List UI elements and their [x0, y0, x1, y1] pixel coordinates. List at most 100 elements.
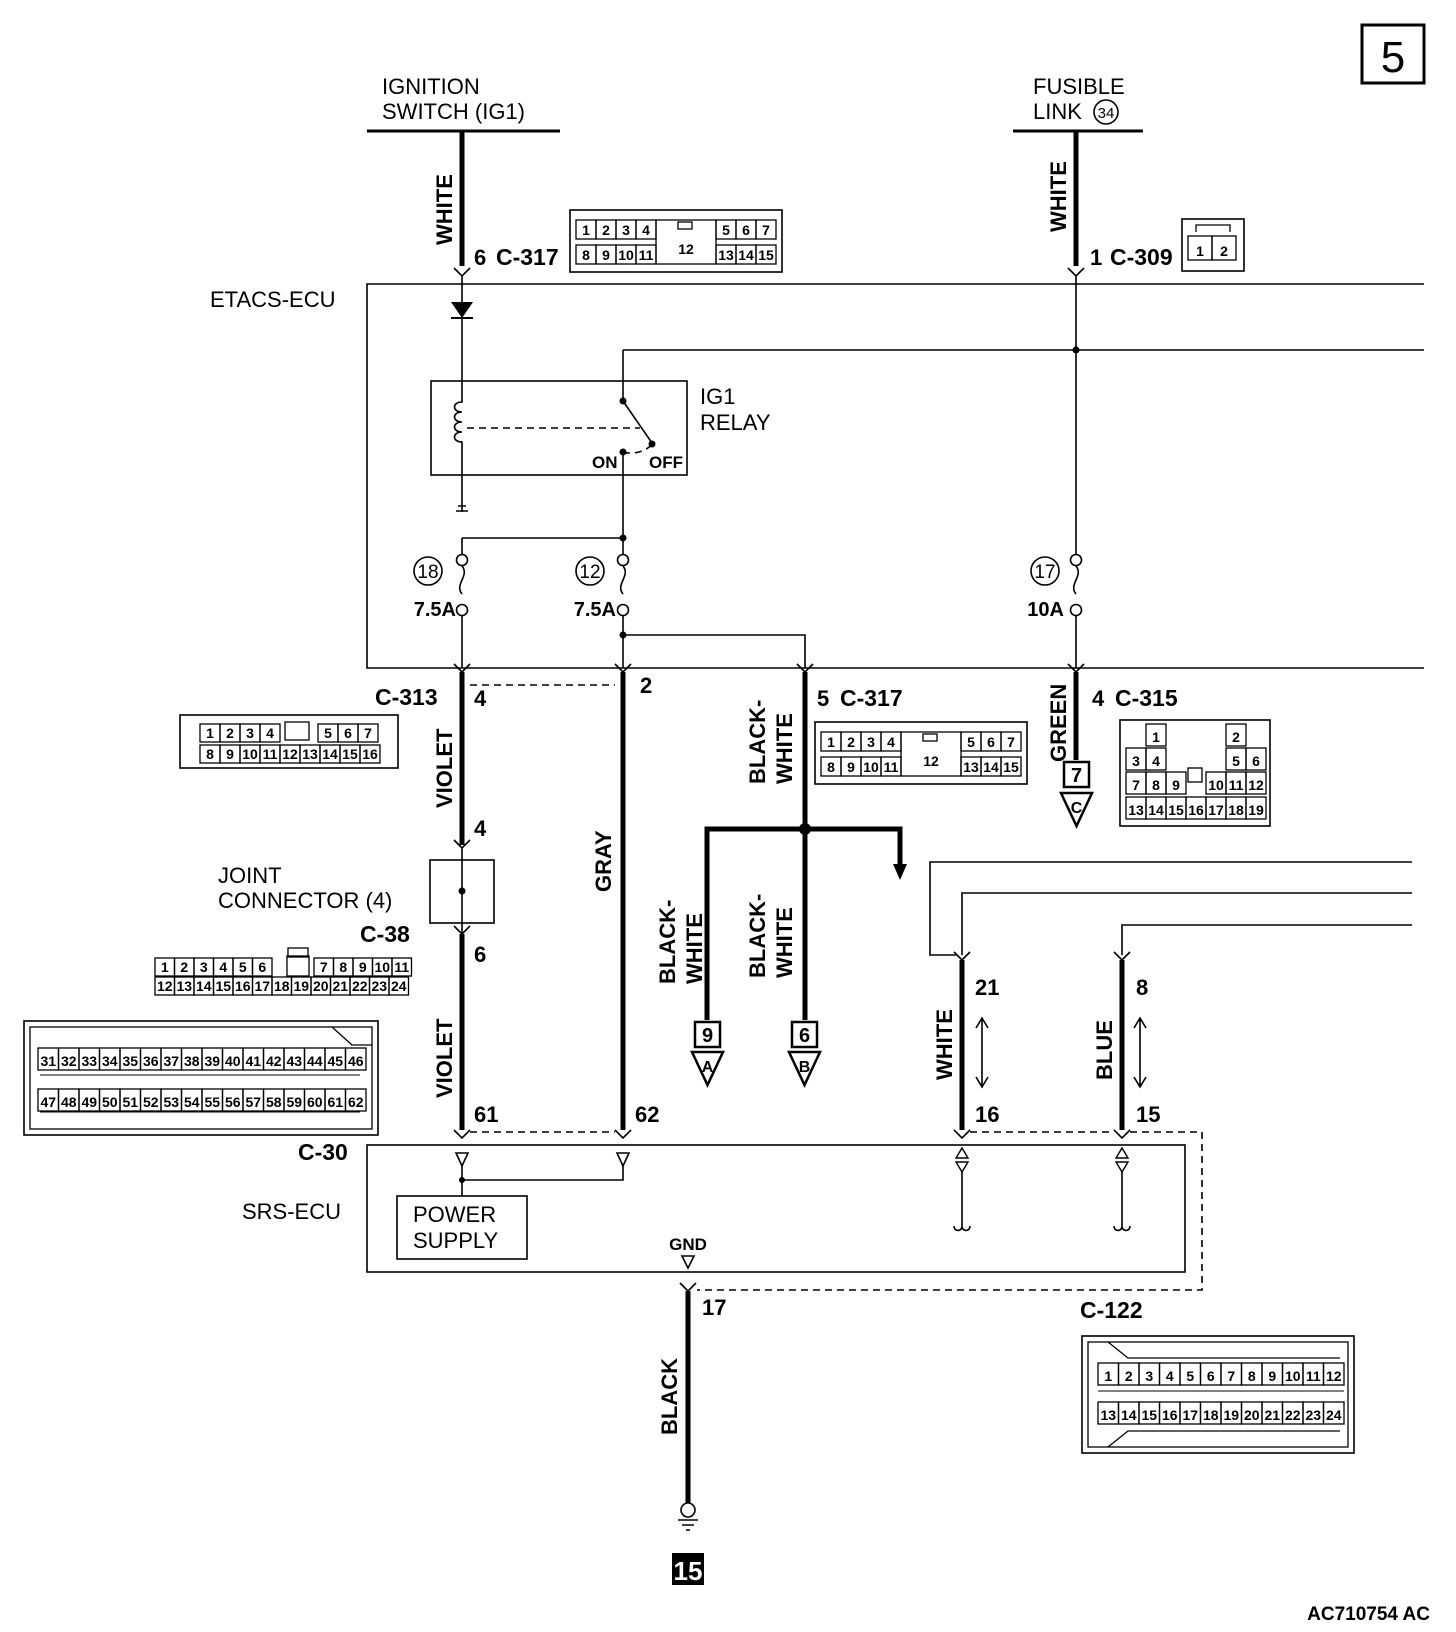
- connector-pin: 5: [324, 725, 332, 741]
- svg-text:BLACK-: BLACK-: [745, 700, 770, 784]
- svg-text:61: 61: [474, 1102, 498, 1127]
- svg-text:8: 8: [1136, 975, 1148, 1000]
- connector-pin: 2: [847, 734, 855, 750]
- connector-pin: 4: [219, 959, 227, 975]
- svg-text:FUSIBLE: FUSIBLE: [1033, 74, 1125, 99]
- connector-pin: 24: [1326, 1407, 1342, 1423]
- svg-text:C-309: C-309: [1110, 244, 1173, 270]
- svg-text:7: 7: [1071, 765, 1082, 787]
- fuse-12: 12 7.5A: [574, 538, 630, 668]
- connector-pin: 57: [245, 1094, 261, 1110]
- comm-lines: [929, 861, 1412, 962]
- connector-pin: 41: [245, 1053, 261, 1069]
- svg-text:4: 4: [474, 686, 487, 711]
- connector-pin: 13: [963, 759, 979, 775]
- connector-pin: 14: [1148, 802, 1164, 818]
- svg-text:GND: GND: [669, 1235, 707, 1254]
- etacs-ecu-box: ETACS-ECU: [210, 283, 1424, 669]
- connector-pin: 14: [738, 247, 754, 263]
- svg-text:9: 9: [702, 1025, 713, 1047]
- ground-wire: 17 C-122 BLACK 15: [657, 1282, 1143, 1586]
- svg-text:62: 62: [635, 1102, 659, 1127]
- connector-pin: 43: [286, 1053, 302, 1069]
- svg-text:C-317: C-317: [496, 244, 559, 270]
- connector-pin: 18: [1228, 802, 1244, 818]
- svg-text:WHITE: WHITE: [432, 174, 457, 245]
- svg-text:12: 12: [678, 241, 694, 257]
- connector-pin: 7: [320, 959, 328, 975]
- connector-pin: 10: [618, 247, 634, 263]
- svg-text:15: 15: [1136, 1102, 1160, 1127]
- connector-pin: 6: [344, 725, 352, 741]
- svg-text:4: 4: [474, 816, 487, 841]
- svg-text:18: 18: [417, 562, 438, 583]
- svg-text:12: 12: [923, 753, 939, 769]
- svg-text:7.5A: 7.5A: [414, 599, 456, 621]
- svg-text:6: 6: [799, 1025, 810, 1047]
- connector-pin: 12: [157, 978, 173, 994]
- connector-pin: 20: [1244, 1407, 1260, 1423]
- connector-pin: 16: [235, 978, 251, 994]
- connector-pin: 14: [322, 746, 338, 762]
- svg-text:SUPPLY: SUPPLY: [413, 1228, 499, 1253]
- fuse-18: 18 7.5A: [413, 538, 469, 668]
- connector-pin: 35: [122, 1053, 138, 1069]
- connector-pin: 10: [374, 959, 390, 975]
- connector-pin: 17: [254, 978, 270, 994]
- svg-text:BLACK-: BLACK-: [655, 900, 680, 984]
- svg-text:6: 6: [474, 942, 486, 967]
- svg-text:C: C: [1071, 800, 1083, 817]
- svg-text:C-38: C-38: [360, 921, 410, 947]
- bw-internal-line: [623, 634, 806, 668]
- connector-pin: 38: [184, 1053, 200, 1069]
- connector-pin: 21: [332, 978, 348, 994]
- connector-pin: 20: [313, 978, 329, 994]
- connector-pin: 15: [1168, 802, 1184, 818]
- etacs-internal-ign: [451, 276, 473, 384]
- connector-pin: 3: [246, 725, 254, 741]
- connector-pin: 1: [1196, 243, 1204, 259]
- connector-pin: 13: [1100, 1407, 1116, 1423]
- connector-pin: 9: [359, 959, 367, 975]
- svg-text:C-317: C-317: [840, 685, 903, 711]
- svg-text:WHITE: WHITE: [932, 1009, 957, 1080]
- connector-pin: 51: [122, 1094, 138, 1110]
- connector-pin: 5: [1186, 1368, 1194, 1384]
- connector-pin: 46: [348, 1053, 364, 1069]
- connector-pin: 8: [582, 247, 590, 263]
- connector-pin: 2: [602, 222, 610, 238]
- connector-pin: 60: [307, 1094, 323, 1110]
- connector-pin: 1: [161, 959, 169, 975]
- svg-text:VIOLET: VIOLET: [432, 728, 457, 808]
- connector-pin: 7: [1007, 734, 1015, 750]
- connector-pin: 14: [983, 759, 999, 775]
- svg-text:IGNITION: IGNITION: [382, 74, 480, 99]
- svg-text:WHITE: WHITE: [1046, 161, 1071, 232]
- svg-text:SWITCH (IG1): SWITCH (IG1): [382, 99, 525, 124]
- connector-pin: 4: [1166, 1368, 1174, 1384]
- connector-pin: 5: [1232, 753, 1240, 769]
- ig1-relay: ON OFF IG1 RELAY: [430, 350, 771, 512]
- connector-pin: 8: [339, 959, 347, 975]
- srs-internal-inputs: GND: [454, 1152, 707, 1270]
- connector-pin: 14: [1121, 1407, 1137, 1423]
- connector-pin: 44: [307, 1053, 323, 1069]
- connector-pin: 21: [1264, 1407, 1280, 1423]
- svg-text:6: 6: [474, 245, 486, 270]
- connector-pin: 62: [348, 1094, 364, 1110]
- svg-text:C-30: C-30: [298, 1139, 348, 1165]
- svg-text:POWER: POWER: [413, 1202, 496, 1227]
- connector-pin: 7: [762, 222, 770, 238]
- svg-text:15: 15: [674, 1556, 703, 1586]
- connector-pin: 8: [827, 759, 835, 775]
- connector-pin: 23: [371, 978, 387, 994]
- connector-pin: 56: [225, 1094, 241, 1110]
- svg-text:IG1: IG1: [700, 384, 735, 409]
- connector-pin: 5: [967, 734, 975, 750]
- svg-text:RELAY: RELAY: [700, 410, 771, 435]
- connector-pin: 52: [143, 1094, 159, 1110]
- connector-pin: 33: [81, 1053, 97, 1069]
